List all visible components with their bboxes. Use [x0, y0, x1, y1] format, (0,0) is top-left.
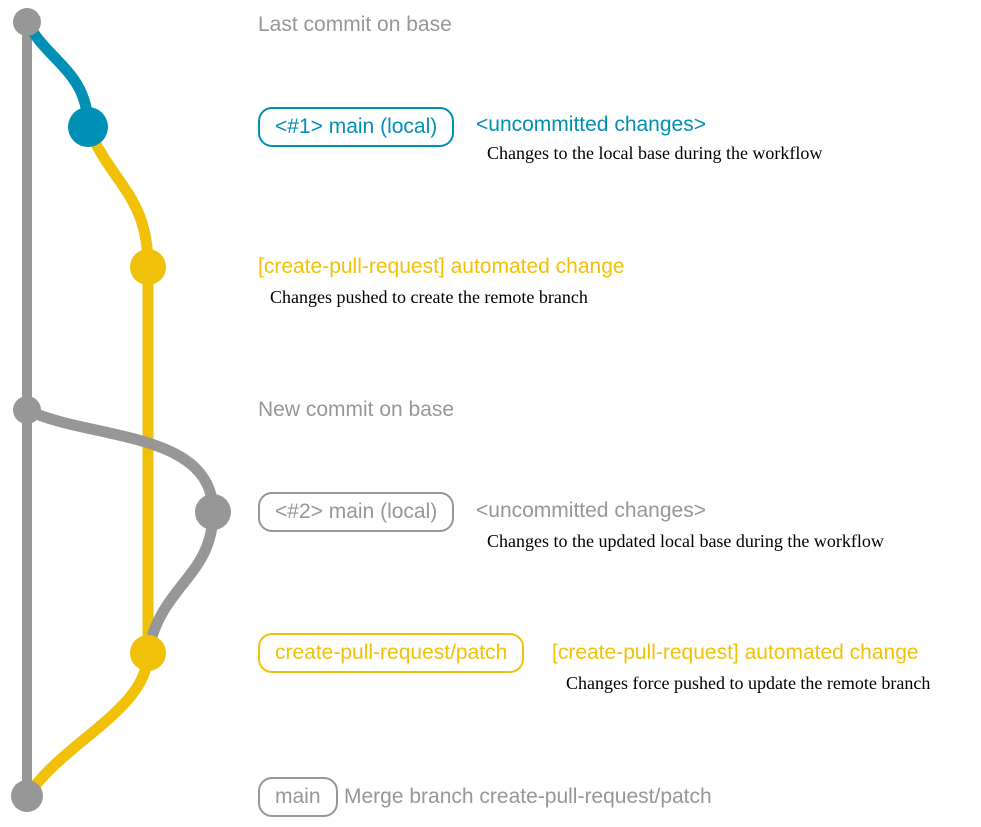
- commit-dot-automated-change-1: [130, 249, 166, 285]
- commit-message-uncommitted-1: <uncommitted changes>: [476, 113, 706, 136]
- commit-dot-last-base: [13, 8, 41, 36]
- commit-dot-new-base: [13, 396, 41, 424]
- commit-dot-automated-change-2: [130, 635, 166, 671]
- annotation-automated-2: Changes force pushed to update the remot…: [566, 673, 931, 693]
- commit-dot-main-local-2: [195, 494, 231, 530]
- commit-message-automated-2: [create-pull-request] automated change: [552, 641, 919, 664]
- commit-dot-merge: [11, 780, 43, 812]
- branch-label-main-local-1: <#1> main (local): [258, 107, 455, 147]
- commit-dot-main-local-1: [68, 107, 108, 147]
- force-push-curve: [142, 506, 219, 659]
- branch-label-patch: create-pull-request/patch: [258, 633, 525, 673]
- patch-branch-curve: [82, 121, 154, 273]
- annotation-uncommitted-1: Changes to the local base during the wor…: [487, 143, 823, 163]
- branch-label-main-local-2: <#2> main (local): [258, 492, 455, 532]
- branch-label-main: main: [258, 777, 338, 817]
- commit-message-uncommitted-2: <uncommitted changes>: [476, 499, 706, 522]
- rebase-branch-curve: [21, 404, 219, 518]
- commit-message-new-base: New commit on base: [258, 398, 455, 421]
- commit-message-automated-1: [create-pull-request] automated change: [258, 255, 625, 278]
- commit-message-last-base: Last commit on base: [258, 13, 452, 36]
- commit-message-merge: Merge branch create-pull-request/patch: [344, 785, 712, 808]
- patch-merge-curve: [21, 647, 154, 803]
- annotation-uncommitted-2: Changes to the updated local base during…: [487, 531, 884, 551]
- annotation-automated-1: Changes pushed to create the remote bran…: [270, 287, 588, 307]
